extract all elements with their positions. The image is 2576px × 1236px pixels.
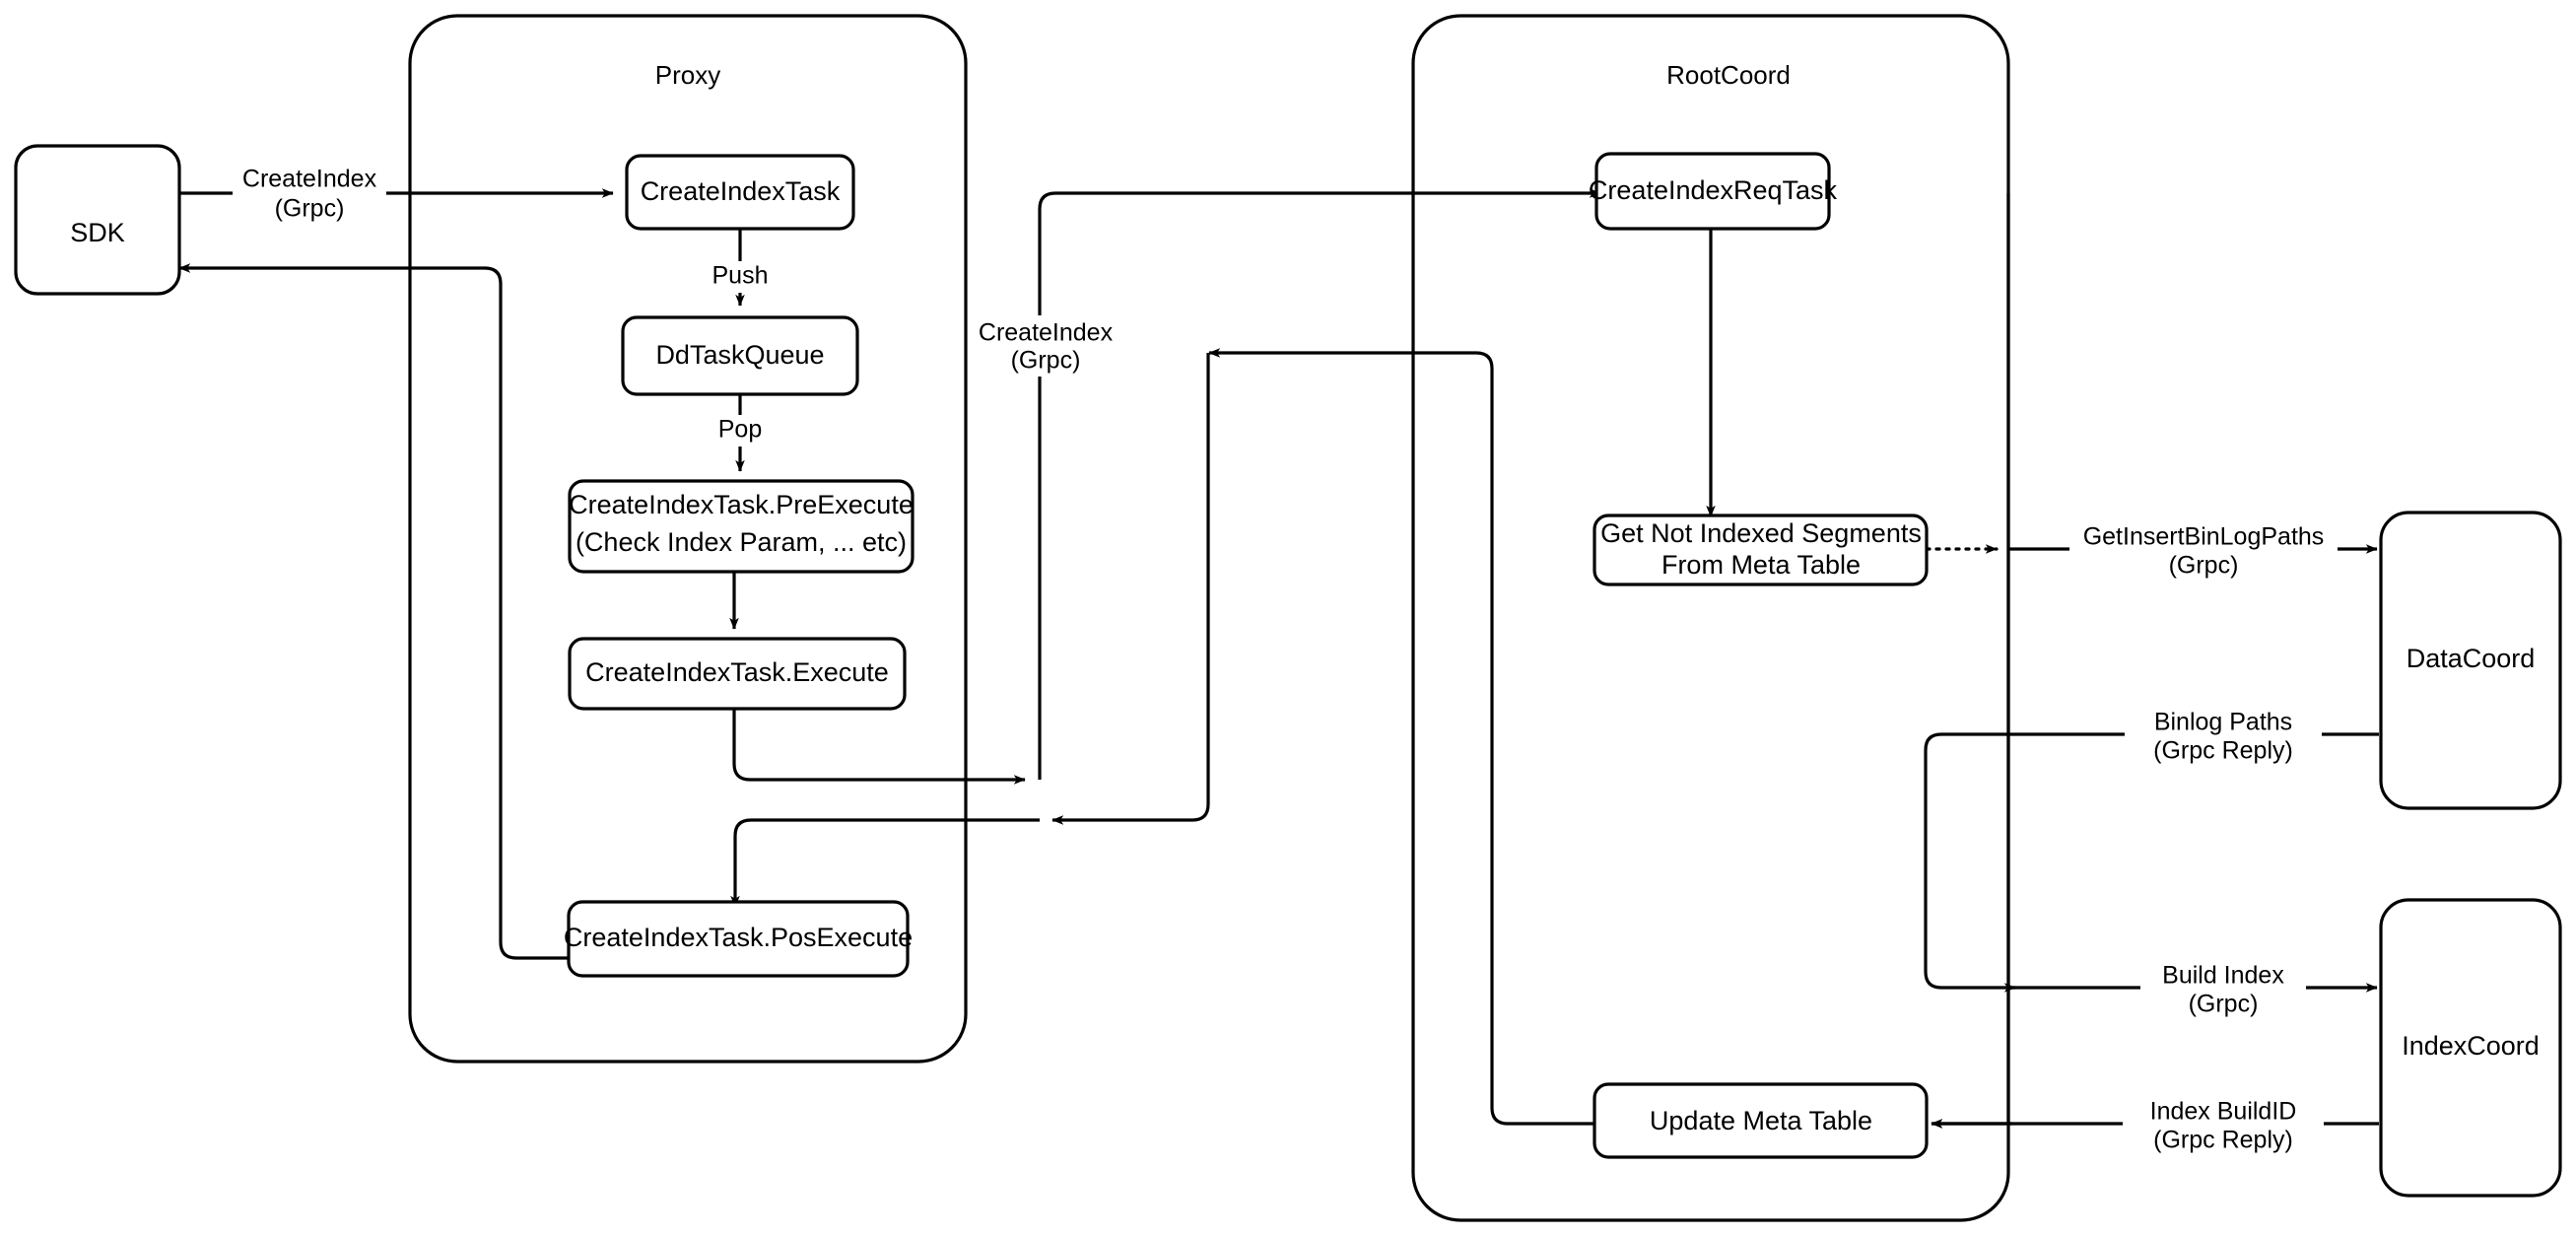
rootcoord-group-label: RootCoord (1666, 60, 1791, 90)
label-bg-push (700, 261, 780, 293)
indexcoord-box[interactable] (2379, 898, 2562, 1198)
buildindex-line1: Build Index (2162, 962, 2284, 990)
createindextask-box[interactable] (625, 154, 855, 231)
edge-execute-to-rootcoord-request (732, 709, 1026, 785)
indexbuildid-line2: (Grpc Reply) (2153, 1127, 2293, 1154)
posexecute-label: CreateIndexTask.PosExecute (564, 923, 913, 952)
binlogpaths-line1: Binlog Paths (2154, 709, 2292, 736)
preexecute-box[interactable] (568, 479, 915, 574)
execute-box[interactable] (568, 637, 907, 711)
sdk-label: SDK (70, 218, 125, 247)
sdk-createindex-line2: (Grpc) (275, 195, 345, 223)
label-bg-getinsertbinlogpaths (2069, 519, 2338, 581)
edge-label-getinsertbinlogpaths: GetInsertBinLogPaths (Grpc) (2069, 519, 2338, 581)
edge-reply-to-posexecute (730, 818, 1040, 908)
buildindex-line2: (Grpc) (2189, 991, 2259, 1018)
createindextask-label: CreateIndexTask (641, 176, 841, 206)
label-bg-proxy-createindex (971, 315, 1120, 377)
ddtaskqueue-box[interactable] (621, 315, 859, 396)
node-datacoord[interactable]: DataCoord (2379, 511, 2562, 810)
node-posexecute[interactable]: CreateIndexTask.PosExecute (564, 900, 913, 978)
getnotindexedsegments-label-line2: From Meta Table (1661, 550, 1861, 580)
proxy-group-label: Proxy (655, 60, 720, 90)
datacoord-label: DataCoord (2407, 644, 2536, 673)
datacoord-box[interactable] (2379, 511, 2562, 810)
createindexreqtask-box[interactable] (1594, 152, 1831, 231)
edge-label-binlogpaths: Binlog Paths (Grpc Reply) (2125, 705, 2322, 766)
execute-label: CreateIndexTask.Execute (585, 657, 889, 687)
edge-reply-into-proxy (1051, 353, 1210, 825)
preexecute-label-line2: (Check Index Param, ... etc) (576, 527, 907, 557)
getnotindexedsegments-box[interactable] (1593, 514, 1929, 586)
node-updatemetatable[interactable]: Update Meta Table (1593, 1082, 1929, 1159)
label-bg-indexbuildid (2123, 1094, 2324, 1155)
proxy-createindex-line2: (Grpc) (1011, 347, 1081, 375)
node-getnotindexedsegments[interactable]: Get Not Indexed Segments From Meta Table (1593, 514, 1929, 586)
indexbuildid-line1: Index BuildID (2150, 1098, 2297, 1126)
getinsertbinlogpaths-line1: GetInsertBinLogPaths (2083, 523, 2325, 551)
updatemetatable-box[interactable] (1593, 1082, 1929, 1159)
ddtaskqueue-label: DdTaskQueue (655, 340, 824, 370)
node-createindexreqtask[interactable]: CreateIndexReqTask (1589, 152, 1838, 231)
updatemetatable-label: Update Meta Table (1650, 1106, 1872, 1135)
push-label: Push (712, 262, 769, 290)
node-createindextask[interactable]: CreateIndexTask (625, 154, 855, 231)
sdk-box[interactable] (14, 144, 181, 296)
proxy-container-border (408, 14, 968, 1064)
edge-label-sdk-createindex: CreateIndex (Grpc) (233, 163, 386, 224)
edge-label-buildindex: Build Index (Grpc) (2140, 958, 2306, 1019)
indexcoord-label: IndexCoord (2402, 1031, 2540, 1061)
edge-label-indexbuildid: Index BuildID (Grpc Reply) (2123, 1094, 2324, 1155)
edge-proxy-to-rootcoord (1038, 188, 1601, 772)
edge-posexecute-to-sdk (178, 263, 569, 960)
edge-label-push: Push (700, 261, 780, 293)
preexecute-label-line1: CreateIndexTask.PreExecute (569, 490, 914, 519)
sdk-createindex-line1: CreateIndex (242, 166, 377, 193)
createindexreqtask-label: CreateIndexReqTask (1589, 175, 1838, 205)
node-sdk[interactable]: SDK (14, 144, 181, 296)
node-execute[interactable]: CreateIndexTask.Execute (568, 637, 907, 711)
posexecute-box[interactable] (567, 900, 910, 978)
group-proxy: Proxy (408, 14, 968, 1064)
edge-rootcoord-reply-to-proxy (1208, 348, 1594, 1126)
edge-binlogpaths-reply (1924, 732, 2379, 993)
node-ddtaskqueue[interactable]: DdTaskQueue (621, 315, 859, 396)
label-bg-sdk-createindex (233, 163, 386, 224)
binlogpaths-line2: (Grpc Reply) (2153, 737, 2293, 765)
node-preexecute[interactable]: CreateIndexTask.PreExecute (Check Index … (568, 479, 915, 574)
pop-label: Pop (718, 416, 762, 444)
label-bg-binlogpaths (2125, 705, 2322, 766)
getinsertbinlogpaths-line2: (Grpc) (2169, 552, 2239, 580)
edge-label-proxy-createindex: CreateIndex (Grpc) (971, 315, 1120, 377)
label-bg-pop (704, 415, 777, 446)
proxy-createindex-line1: CreateIndex (979, 319, 1114, 347)
node-indexcoord[interactable]: IndexCoord (2379, 898, 2562, 1198)
label-bg-buildindex (2140, 958, 2306, 1019)
edge-label-pop: Pop (704, 415, 777, 446)
getnotindexedsegments-label-line1: Get Not Indexed Segments (1600, 518, 1922, 548)
